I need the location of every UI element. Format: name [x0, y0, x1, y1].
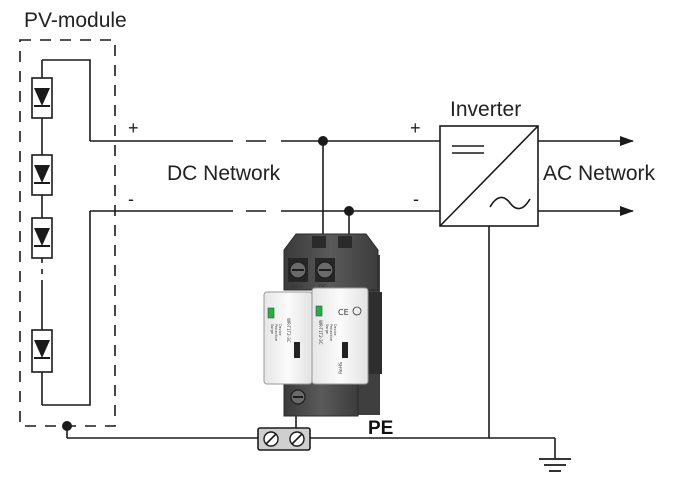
device-text: Surge: [270, 324, 274, 334]
model-text: WR-T1T2-3C: [318, 320, 323, 345]
surge-protective-device: DC+ DC- Surge Protective Device WR-T1T2-…: [263, 233, 382, 417]
ac-network-label: AC Network: [543, 162, 656, 185]
plus-left-label: +: [128, 118, 139, 138]
plus-right-label: +: [410, 118, 421, 138]
terminal-block-icon: [257, 427, 311, 451]
pv-string: [41, 59, 91, 406]
inverter-label: Inverter: [450, 98, 521, 121]
terminal-label-dc-minus: DC-: [319, 284, 328, 290]
junction-dot: [318, 136, 328, 146]
diode-icon: [31, 77, 53, 119]
device-text: Surge: [325, 324, 329, 334]
minus-left-label: -: [128, 189, 134, 209]
device-text: Device: [333, 324, 337, 336]
diode-icon: [31, 329, 53, 373]
device-text: Protective: [329, 324, 333, 341]
junction-dot: [344, 206, 354, 216]
junction-dot: [62, 421, 72, 431]
model-text: WR-T1T2-3C: [286, 318, 291, 343]
inverter-symbol: [439, 125, 539, 227]
rohs-mark: RoHS: [338, 362, 344, 374]
ground-icon: [539, 458, 571, 472]
diode-icon: [31, 217, 53, 259]
device-text: Device: [278, 324, 282, 336]
terminal-label-dc-plus: DC+: [292, 284, 304, 290]
diode-icon: [31, 154, 53, 196]
dc-network-label: DC Network: [167, 162, 281, 185]
ce-mark: CE: [338, 308, 349, 317]
pv-module-label: PV-module: [24, 9, 127, 32]
device-text: Protective: [274, 324, 278, 341]
pe-label: PE: [368, 418, 393, 439]
minus-right-label: -: [413, 189, 419, 209]
